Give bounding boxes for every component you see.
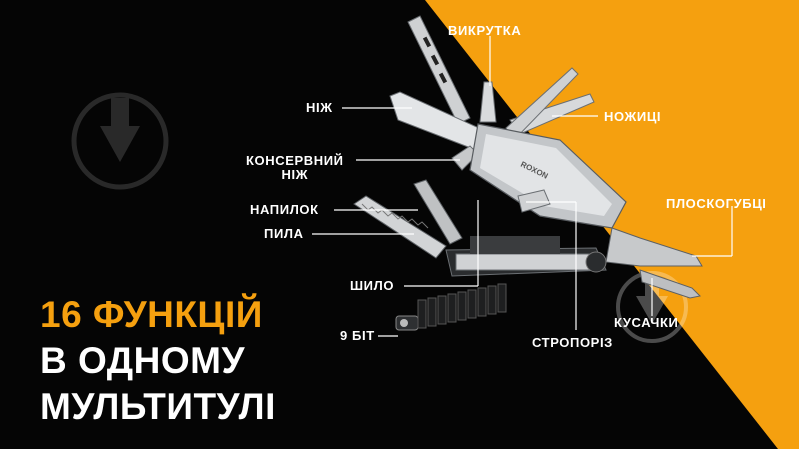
multitool-illustration: ROXON xyxy=(353,15,703,331)
label-can-opener-line1: КОНСЕРВНИЙ xyxy=(246,153,344,168)
label-can-opener-line2: НІЖ xyxy=(281,167,309,182)
label-screwdriver: ВИКРУТКА xyxy=(448,23,522,38)
label-bits: 9 БІТ xyxy=(340,328,375,343)
headline-line-2: В ОДНОМУ xyxy=(40,340,245,381)
headline-line-1: 16 ФУНКЦІЙ xyxy=(40,294,263,335)
label-can-opener: КОНСЕРВНИЙ НІЖ xyxy=(246,154,344,182)
download-arrow-icon xyxy=(71,92,169,190)
tool-slotted-blade xyxy=(407,15,471,125)
label-strap-cutter: СТРОПОРІЗ xyxy=(532,335,613,350)
callout-leader-lines xyxy=(312,36,733,337)
label-file: НАПИЛОК xyxy=(250,202,319,217)
tool-file xyxy=(413,179,463,245)
headline: 16 ФУНКЦІЙ В ОДНОМУ МУЛЬТИТУЛІ xyxy=(40,292,276,430)
headline-line-3: МУЛЬТИТУЛІ xyxy=(40,386,276,427)
tool-strap-cutter xyxy=(517,189,551,213)
label-wire-cutters: КУСАЧКИ xyxy=(614,315,679,330)
label-knife: НІЖ xyxy=(306,100,333,115)
label-scissors: НОЖИЦІ xyxy=(604,109,662,124)
label-pliers: ПЛОСКОГУБЦІ xyxy=(666,196,767,211)
bit-set xyxy=(395,283,507,331)
label-saw: ПИЛА xyxy=(264,226,304,241)
tool-screwdriver xyxy=(479,81,497,123)
label-awl: ШИЛО xyxy=(350,278,395,293)
